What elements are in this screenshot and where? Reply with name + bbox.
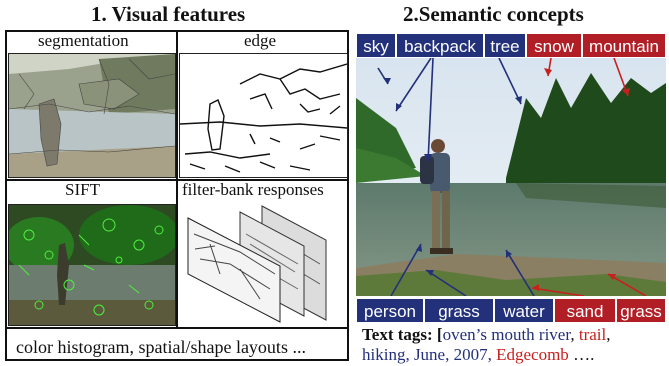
text-tags: Text tags: [oven’s mouth river, trail, h… <box>362 325 667 365</box>
text-tag-tail: …. <box>568 345 595 364</box>
segmentation-image <box>8 53 176 178</box>
sift-caption: SIFT <box>65 180 100 199</box>
semantic-concepts-heading: 2.Semantic concepts <box>403 2 584 26</box>
lake-hiker-photo <box>356 58 666 296</box>
text-tags-label: Text tags: [ <box>362 325 443 344</box>
sift-image <box>8 204 176 326</box>
tag-sky: sky <box>356 33 396 58</box>
tag-person: person <box>356 298 424 323</box>
tag-snow: snow <box>526 33 582 58</box>
filter-layer-front <box>187 217 281 323</box>
hiker-figure <box>420 139 453 254</box>
horizontal-divider-middle <box>6 179 348 181</box>
tag-sand: sand <box>554 298 616 323</box>
edge-image <box>179 53 348 178</box>
text-tag-location: oven’s mouth river <box>442 325 571 344</box>
filter-bank-image <box>180 204 346 324</box>
horizontal-divider-bottom <box>6 327 348 329</box>
text-tag-hiking-date: hiking, June, 2007, <box>362 345 497 364</box>
text-tag-separator-2: , <box>606 325 611 344</box>
tag-water: water <box>494 298 554 323</box>
tag-tree: tree <box>484 33 526 58</box>
edge-caption: edge <box>244 31 277 50</box>
text-tag-trail: trail <box>578 325 607 344</box>
tag-backpack: backpack <box>396 33 484 58</box>
segmentation-caption: segmentation <box>38 31 129 50</box>
text-tag-edgecomb: Edgecomb <box>496 345 569 364</box>
filter-bank-caption: filter-bank responses <box>182 180 324 199</box>
tag-mountain: mountain <box>582 33 666 58</box>
top-tag-bar: sky backpack tree snow mountain <box>356 33 666 58</box>
tag-grass-correct: grass <box>424 298 494 323</box>
tag-grass-wrong: grass <box>616 298 666 323</box>
text-tag-separator: , <box>570 325 579 344</box>
visual-features-panel <box>5 30 349 361</box>
color-histogram-caption: color histogram, spatial/shape layouts .… <box>16 337 306 357</box>
bottom-tag-bar: person grass water sand grass <box>356 298 666 323</box>
visual-features-heading: 1. Visual features <box>91 2 246 26</box>
